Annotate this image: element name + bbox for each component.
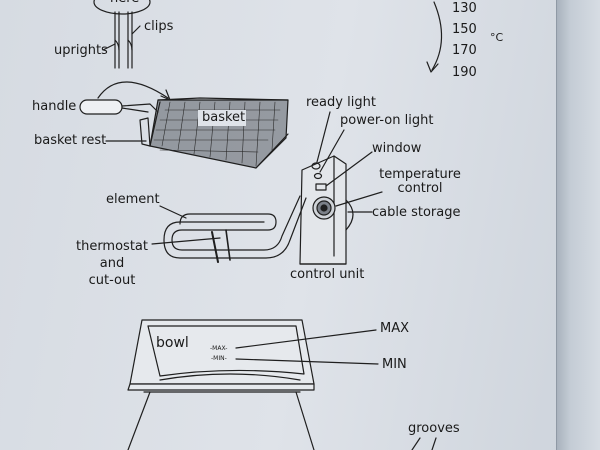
- temp-value-190: 190: [452, 65, 477, 80]
- label-grooves: grooves: [408, 421, 460, 436]
- basket-illustration: [79, 97, 289, 169]
- label-clips: clips: [144, 19, 174, 34]
- control-unit-illustration: [299, 111, 383, 265]
- label-uprights: uprights: [54, 43, 108, 58]
- label-bowl: bowl: [156, 335, 189, 351]
- label-basket: basket: [202, 110, 246, 125]
- temp-value-150: 150: [452, 22, 477, 37]
- uprights-clips-illustration: [93, 0, 151, 69]
- label-power-on-light: power-on light: [340, 113, 434, 128]
- label-here: here: [110, 0, 139, 6]
- bowl-min-mark: -MIN-: [211, 355, 227, 362]
- label-thermostat-cutout: thermostat and cut-out: [75, 239, 148, 288]
- label-ready-light: ready light: [306, 95, 376, 110]
- temp-unit: °C: [490, 31, 504, 44]
- label-window: window: [372, 141, 422, 156]
- bowl-illustration: [127, 319, 379, 450]
- label-cable-storage: cable storage: [372, 205, 461, 220]
- grooves-illustration: [411, 437, 437, 450]
- label-min: MIN: [382, 357, 407, 372]
- temp-value-170: 170: [452, 43, 477, 58]
- temp-value-130: 130: [452, 1, 477, 16]
- adjacent-page-edge: [556, 0, 600, 450]
- handle-swing-arrow: [97, 81, 171, 101]
- label-basket-rest: basket rest: [34, 133, 107, 148]
- label-max: MAX: [380, 321, 410, 336]
- label-element: element: [106, 192, 160, 207]
- label-handle: handle: [32, 99, 77, 114]
- label-temperature-control: temperature control: [379, 167, 461, 196]
- heating-element-illustration: [151, 195, 307, 263]
- bowl-max-mark: -MAX-: [210, 345, 228, 352]
- temperature-arrow: [426, 1, 443, 73]
- label-control-unit: control unit: [290, 267, 365, 282]
